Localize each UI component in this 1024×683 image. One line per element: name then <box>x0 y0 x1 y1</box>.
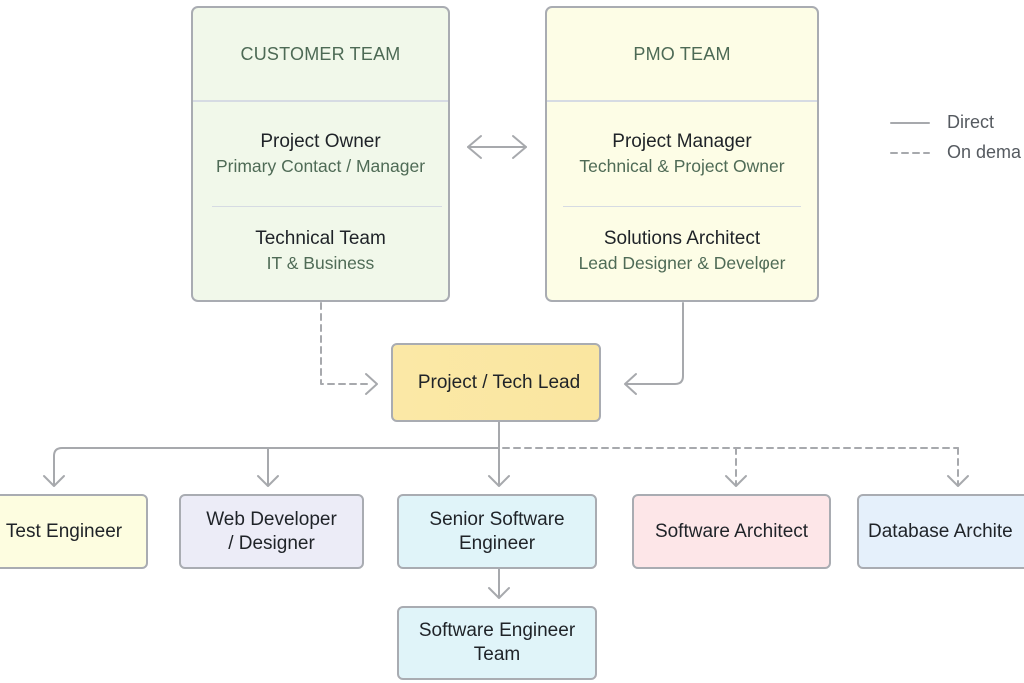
arrowhead <box>43 475 65 487</box>
legend-direct-label: Direct <box>947 112 995 132</box>
customer-to-lead-connector <box>320 302 378 395</box>
role-name: Project Owner <box>260 131 381 152</box>
pmo-to-lead-connector <box>624 302 684 395</box>
divider <box>193 100 448 102</box>
legend-on-demand-label: On dema <box>947 142 1022 162</box>
customer-team-title: CUSTOMER TEAM <box>240 44 401 64</box>
database-architect-node[interactable]: Database Archite <box>857 494 1024 569</box>
role-name: Technical Team <box>255 228 386 249</box>
software-engineer-team-node[interactable]: Software Engineer Team <box>397 606 597 680</box>
role-description: Primary Contact / Manager <box>215 156 426 176</box>
arrowhead <box>488 475 510 487</box>
arrowhead <box>257 475 279 487</box>
web-developer-node[interactable]: Web Developer / Designer <box>179 494 364 569</box>
role-project-owner: Project Owner Primary Contact / Manager <box>193 130 448 178</box>
role-name: Project Manager <box>612 131 752 152</box>
software-architect-node[interactable]: Software Architect <box>632 494 831 569</box>
role-technical-team: Technical Team IT & Business <box>193 227 448 275</box>
role-description: IT & Business <box>266 253 375 273</box>
divider <box>563 206 801 207</box>
direct-branch-line <box>53 447 500 485</box>
senior-software-engineer-node[interactable]: Senior Software Engineer <box>397 494 597 569</box>
role-project-manager: Project Manager Technical & Project Owne… <box>547 130 817 178</box>
bidirectional-arrow <box>467 135 527 159</box>
divider <box>547 100 817 102</box>
role-name: Solutions Architect <box>603 228 761 249</box>
arrowhead <box>947 475 969 487</box>
project-tech-lead-node[interactable]: Project / Tech Lead <box>391 343 601 422</box>
arrowhead <box>488 587 510 599</box>
customer-team-card[interactable]: CUSTOMER TEAM Project Owner Primary Cont… <box>191 6 450 302</box>
divider <box>212 206 442 207</box>
role-solutions-architect: Solutions Architect Lead Designer & Deve… <box>547 227 817 275</box>
role-description: Lead Designer & Develφer <box>578 253 786 273</box>
arrowhead <box>725 475 747 487</box>
role-description: Technical & Project Owner <box>579 156 785 176</box>
test-engineer-node[interactable]: Test Engineer <box>0 494 148 569</box>
pmo-team-title: PMO TEAM <box>633 44 731 64</box>
pmo-team-card[interactable]: PMO TEAM Project Manager Technical & Pro… <box>545 6 819 302</box>
